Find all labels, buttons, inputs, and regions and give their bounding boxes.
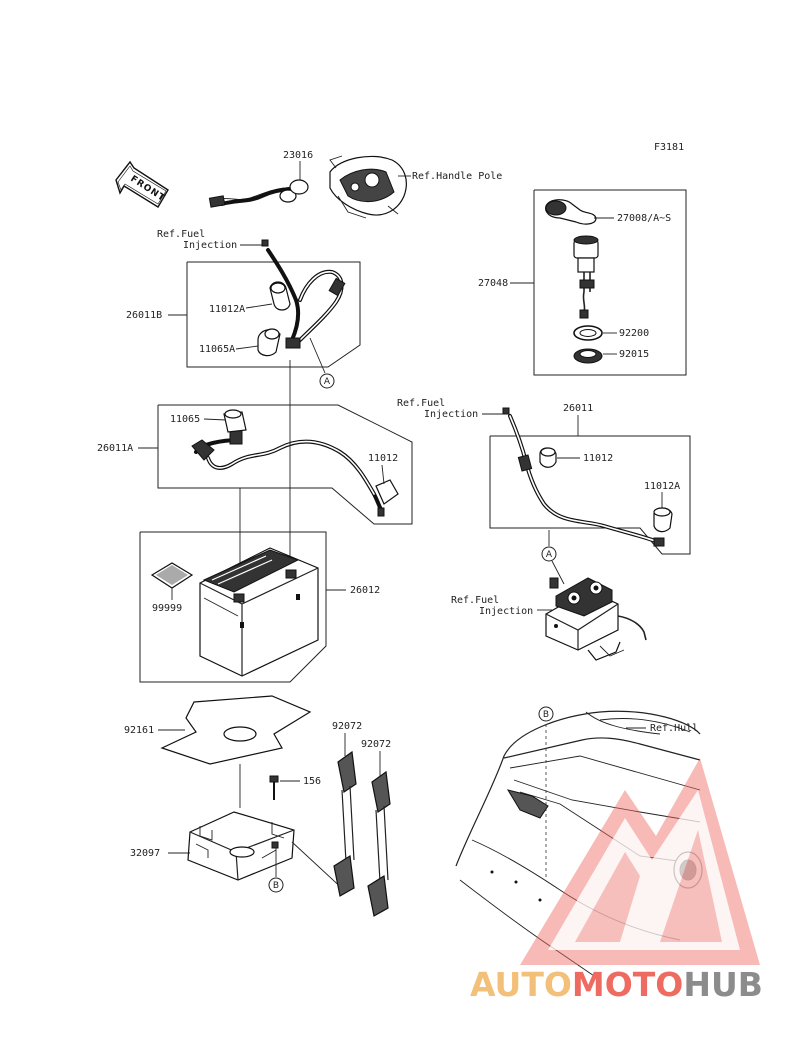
terminal-cap-11065	[223, 409, 247, 433]
fuel-injection-nut-2	[502, 407, 510, 415]
callout-b-1	[268, 877, 284, 893]
label-92161: 92161	[124, 725, 154, 736]
bolt-156	[269, 775, 279, 800]
front-arrow-icon: FRONT	[115, 160, 169, 208]
label-ref-hull: Ref.Hull	[650, 723, 698, 734]
callout-b-2	[538, 706, 554, 722]
callout-a-2	[541, 546, 557, 562]
fuel-injection-nut-1	[261, 239, 269, 247]
label-92072-1: 92072	[332, 721, 362, 732]
watermark-text: AUTOMOTOHUB	[470, 965, 763, 1004]
terminal-cap-11012-2	[539, 447, 557, 468]
label-92200: 92200	[619, 328, 649, 339]
battery-cable-26011	[508, 414, 665, 547]
handle-pole-switch-part	[208, 155, 407, 219]
battery-cable-26011B	[266, 248, 346, 349]
label-156: 156	[303, 776, 321, 787]
label-ref-fuel-1-b: Injection	[183, 240, 237, 251]
label-11012-2: 11012	[583, 453, 613, 464]
figure-code: F3181	[654, 142, 684, 153]
o-ring-92200	[573, 325, 603, 341]
caution-label-99999	[150, 562, 194, 589]
label-ref-fuel-2-b: Injection	[424, 409, 478, 420]
label-26011B: 26011B	[126, 310, 162, 321]
terminal-cap-11012A-2	[653, 507, 673, 533]
label-11012A-1: 11012A	[209, 304, 245, 315]
label-26011: 26011	[563, 403, 593, 414]
label-32097: 32097	[130, 848, 160, 859]
label-27008: 27008/A~S	[617, 213, 671, 224]
terminal-cap-11065A	[257, 328, 281, 357]
label-92072-2: 92072	[361, 739, 391, 750]
label-26012: 26012	[350, 585, 380, 596]
watermark-hub: HUB	[683, 965, 763, 1004]
label-23016: 23016	[283, 150, 313, 161]
callout-a-1	[319, 373, 335, 389]
label-11065A: 11065A	[199, 344, 235, 355]
label-ref-fuel-1-a: Ref.Fuel	[157, 229, 205, 240]
label-ref-fuel-3-b: Injection	[479, 606, 533, 617]
label-99999: 99999	[152, 603, 182, 614]
strap-92072-2	[367, 770, 391, 917]
callout-a-2-label: A	[546, 550, 553, 560]
label-11012-1: 11012	[368, 453, 398, 464]
callout-b-2-label: B	[543, 710, 549, 720]
battery-pad-92161	[160, 695, 312, 765]
battery-part	[199, 547, 319, 677]
label-ref-fuel-3-a: Ref.Fuel	[451, 595, 499, 606]
label-27048: 27048	[478, 278, 508, 289]
battery-cable-26011A	[191, 427, 399, 517]
battery-case-32097	[187, 811, 295, 881]
watermark-moto: MOTO	[572, 965, 683, 1004]
starter-relay-part	[545, 577, 647, 661]
label-ref-handle-pole: Ref.Handle Pole	[412, 171, 502, 182]
label-92015: 92015	[619, 349, 649, 360]
strap-92072-1	[333, 750, 357, 897]
label-26011A: 26011A	[97, 443, 133, 454]
nut-92015	[573, 348, 603, 364]
label-11065: 11065	[170, 414, 200, 425]
switch-body-27048	[573, 235, 599, 319]
watermark-auto: AUTO	[470, 965, 572, 1004]
terminal-cap-11012A-1	[269, 281, 291, 311]
callout-a-1-label: A	[324, 377, 331, 387]
automotohub-watermark-logo	[520, 758, 760, 965]
label-11012A-2: 11012A	[644, 481, 680, 492]
callout-b-1-label: B	[273, 881, 279, 891]
label-ref-fuel-2-a: Ref.Fuel	[397, 398, 445, 409]
switch-cap-27008	[545, 199, 597, 225]
